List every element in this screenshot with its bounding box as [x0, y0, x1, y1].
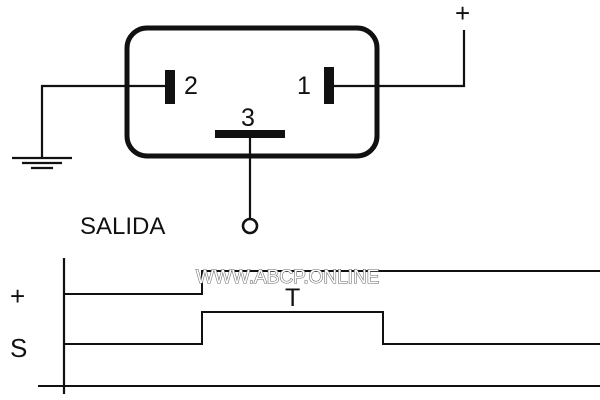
pulse-duration-label: T	[285, 284, 300, 312]
pin-1-number: 1	[297, 72, 311, 100]
pin-2-contact	[165, 70, 175, 104]
watermark: WWW.ABCP.ONLINE	[196, 267, 379, 288]
component-body	[124, 25, 380, 159]
ground-symbol-icon	[12, 156, 72, 170]
pin-3-contact	[215, 130, 285, 138]
pin-1-contact	[324, 67, 334, 104]
output-terminal-icon	[241, 217, 259, 235]
pin-3-number: 3	[241, 104, 255, 132]
output-axis-label: S	[10, 333, 27, 363]
ground-wire	[40, 84, 165, 158]
supply-plus-sign: +	[455, 0, 470, 28]
supply-wire	[334, 30, 466, 88]
output-label: SALIDA	[80, 213, 165, 240]
pin-2-number: 2	[184, 72, 198, 100]
supply-axis-label: +	[10, 281, 25, 311]
output-trace	[64, 311, 600, 345]
supply-trace	[64, 270, 600, 295]
